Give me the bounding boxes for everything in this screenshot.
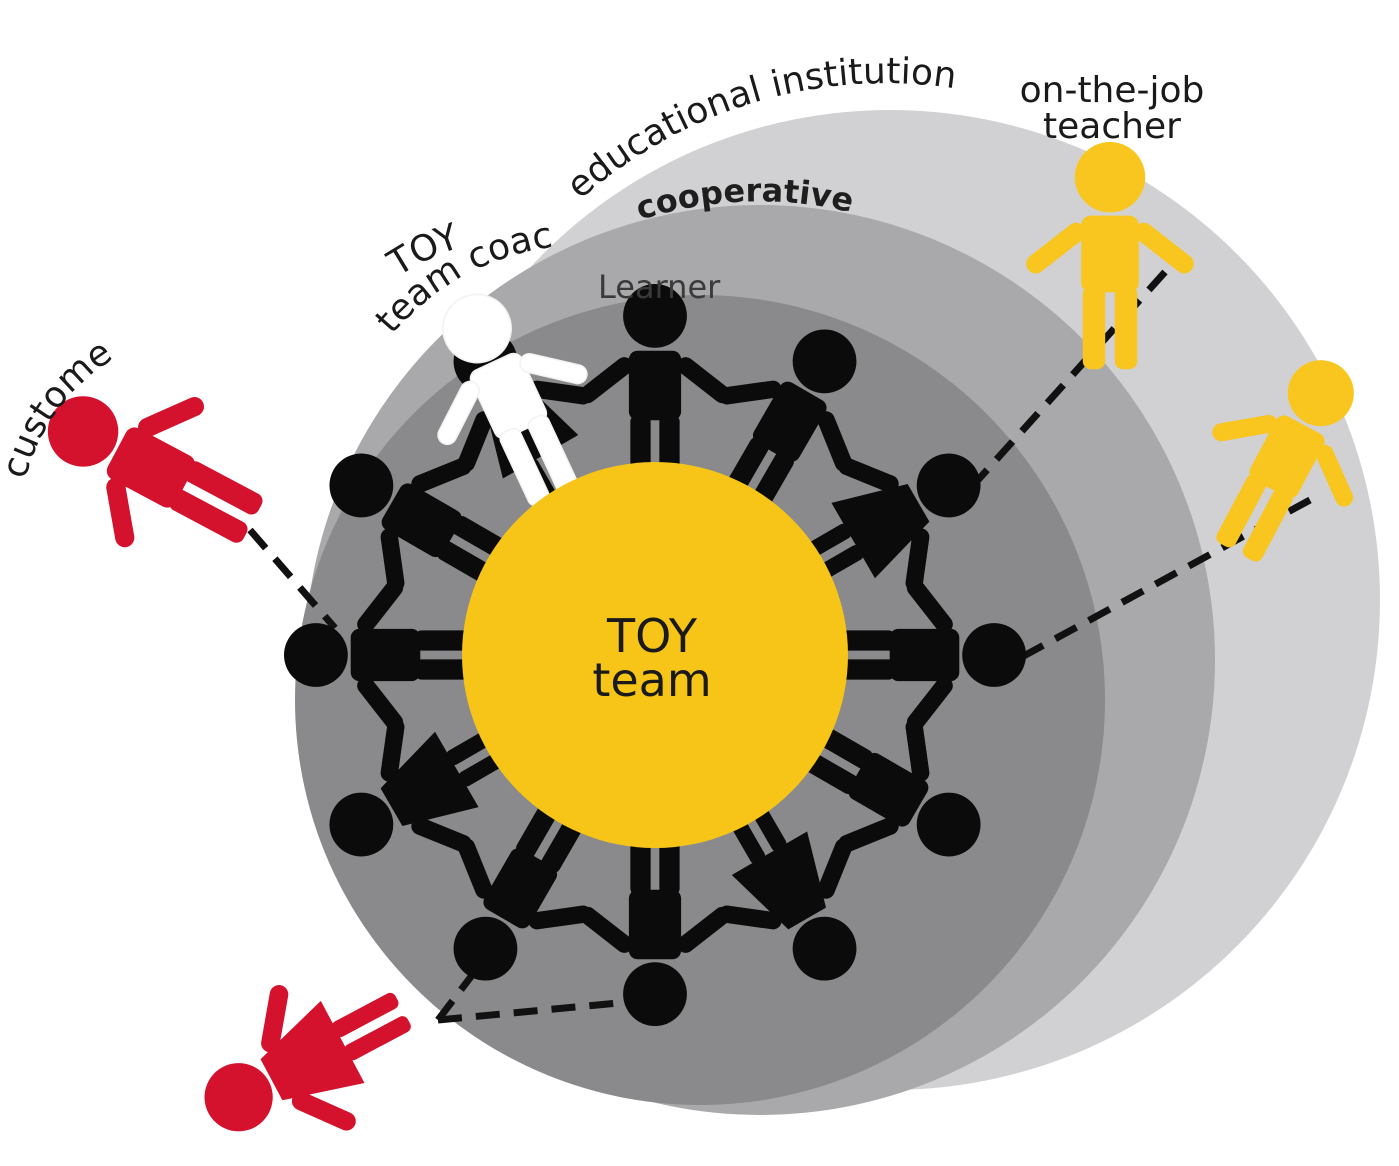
teacher-label-line2: teacher xyxy=(1043,106,1181,147)
center-label-line1: TOY xyxy=(606,609,698,663)
customer-connector-line xyxy=(247,527,338,631)
customer-figure xyxy=(10,337,294,599)
learner-label: Learner xyxy=(598,268,721,306)
teacher-label-line1: on-the-job xyxy=(1020,70,1205,111)
toy-team-center xyxy=(462,462,848,848)
coach-label-line2: team coach xyxy=(0,0,555,341)
center-label-line2: team xyxy=(592,653,711,707)
person-icon xyxy=(10,337,294,599)
